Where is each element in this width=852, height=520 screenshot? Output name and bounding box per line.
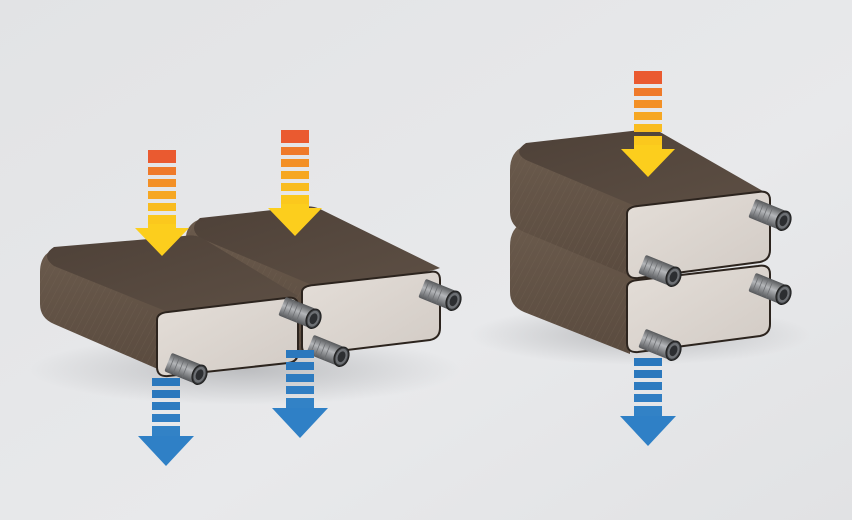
cold-plate-bottom: [510, 222, 795, 364]
cold-plate-top: [194, 206, 440, 285]
stacked-configuration: [470, 71, 810, 446]
cold-plate-face: [626, 190, 771, 280]
cold-plate-left: [40, 235, 325, 388]
cold-plate-top: [47, 235, 298, 312]
parallel-configuration: [30, 130, 465, 466]
cold-plate-face: [626, 264, 771, 354]
